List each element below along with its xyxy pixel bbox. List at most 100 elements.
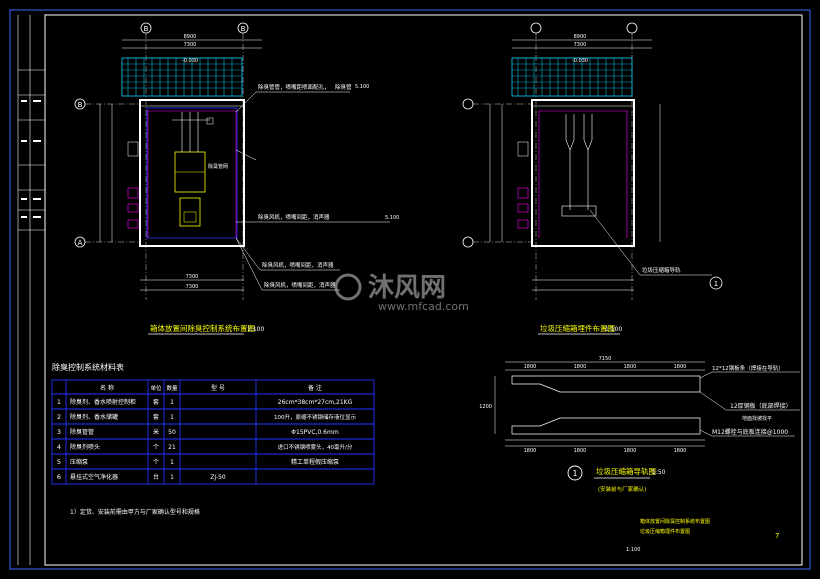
elev-roof-left: -0.030 [182,58,198,64]
room-wall-right [531,99,635,247]
dim-top-total: 8900 [184,34,197,40]
sheet-border-outer [9,9,811,570]
detail-seg-3: 1800 [624,364,637,370]
detail-scale: 1:50 [652,469,666,476]
th-unit: 单位 [150,384,162,392]
row-5-name: 压缩泵 [70,458,88,466]
detail-seg-b2: 1800 [574,448,587,454]
sheet-border-inner [44,14,803,566]
row-1-qty: 1 [170,399,174,406]
th-model: 型 号 [211,384,225,392]
footer-text-2: 垃圾压缩箱埋件布置图 [640,528,690,535]
ann-fan-3: 除臭风机，喷嘴间距，消声器 [264,281,336,289]
row-2-no: 2 [57,413,61,421]
plan-left-title: 箱体放置间除臭控制系统布置图 [150,323,255,333]
detail-seg-b3: 1800 [624,448,637,454]
table-row: 2 除臭剂、香水储罐 套 1 100升，原缩不锈钢储存液位显示 [57,413,357,421]
sheet-number: 7 [775,532,779,540]
detail-seg-b4: 1800 [674,448,687,454]
detail-note: (安装前与厂家确认) [598,485,646,493]
row-2-note: 100升，原缩不锈钢储存液位显示 [274,413,356,421]
footer-text-1: 箱体放置间除臭控制系统布置图 [640,518,710,525]
table-row: 3 除臭管管 米 50 Φ15PVC,0.6mm [57,428,339,436]
plan-left-scale: 1:100 [247,326,264,333]
table-row: 5 压缩泵 个 1 精工单程假压缩泵 [57,458,339,466]
row-4-qty: 21 [168,444,176,451]
detail-title: 垃圾压缩箱导轨图 [596,466,656,476]
detail-seg-b1: 1800 [524,448,537,454]
dim-top-mid: 7300 [184,42,197,48]
row-3-unit: 米 [153,428,159,436]
row-4-no: 4 [57,443,61,451]
row-6-name: 悬挂式空气净化器 [70,473,118,481]
watermark-url: www.mfcad.com [378,300,469,313]
elev-roof-right: -0.030 [572,58,588,64]
right-label-2: 5.100 [385,215,399,221]
side-fixture-1 [127,141,139,157]
watermark: 沐风网 www.mfcad.com [334,273,469,313]
row-4-name: 除臭剂喷头 [70,443,100,451]
row-label-left-b: B [78,101,83,109]
row-4-unit: 个 [153,444,159,451]
row-1-note: 26cm*38cm*27cm,21KG [278,399,353,406]
row-5-note: 精工单程假压缩泵 [291,458,339,466]
detail-marker: 1 [572,469,577,478]
row-5-unit: 个 [153,459,159,466]
row-label-left-a: A [78,239,83,247]
detail-dim-v: 1200 [479,404,492,410]
table-note: 1）定货、安装前需由甲方与厂家确认型号和规格 [70,508,200,516]
ann-deodor-pipe-b: 除臭管 [335,83,352,91]
detail-total: 7150 [599,356,612,362]
row-3-no: 3 [57,428,61,436]
detail-rail-label-2: 12厚钢板（底部焊接） [730,402,792,410]
legend-center: 除臭管网 [208,163,228,170]
row-4-note: 进口不锈钢喷雾头，40毫升/分 [278,443,353,451]
side-fixture-4 [127,219,139,229]
table-row: 4 除臭剂喷头 个 21 进口不锈钢喷雾头，40毫升/分 [57,443,353,451]
axis-bubble-right-1 [530,22,542,34]
row-2-qty: 1 [170,414,174,421]
dim-right-top-total: 8900 [574,34,587,40]
ann-deodor-pipe: 除臭管管，喷嘴距喷面配孔， [258,83,330,91]
axis-label-left-2: B [241,25,246,33]
row-3-name: 除臭管管 [70,428,94,436]
th-qty: 数量 [166,384,178,392]
table-title: 除臭控制系统材料表 [52,362,124,372]
detail-rail-label-1: 12*12钢板条（焊接在导轨） [712,364,784,372]
row-3-note: Φ15PVC,0.6mm [291,429,339,436]
side-fixture-3 [127,203,139,213]
row-5-no: 5 [57,458,61,466]
row-6-model: ZJ-50 [210,474,226,481]
row-2-unit: 套 [153,413,159,421]
table-row: 1 除臭剂、香水喷射控制柜 套 1 26cm*38cm*27cm,21KG [57,398,353,406]
ann-rail: 垃圾压缩箱导轨 [642,266,681,274]
right-label-1: 5.100 [355,84,369,90]
rail-upper [511,375,701,393]
row-1-no: 1 [57,398,61,406]
title-strip-left [17,15,45,565]
watermark-logo [334,273,362,301]
row-6-unit: 台 [153,473,159,481]
row-2-name: 除臭剂、香水储罐 [70,413,118,421]
roof-area-right [511,57,633,97]
detail-seg-4: 1800 [674,364,687,370]
detail-rail-label-3: 地面找坡找平 [742,415,772,422]
title-strip-marks [21,100,41,218]
row-5-qty: 1 [170,459,174,466]
ann-fan-2: 除臭风机，喷嘴间距，消声器 [262,261,334,269]
right-plan: 8900 7300 -0.030 [462,22,723,335]
detail-rail-label-4: M12螺栓与底板连接@1000 [712,428,788,436]
material-table: 除臭控制系统材料表 名 称 单位 数量 型 号 备 注 1 除臭剂、香水喷射控制… [51,362,375,516]
dim-bottom-1: 7300 [186,274,199,280]
plan-right-title: 垃圾压缩箱埋件布置图 [540,323,615,333]
embedded-rails [561,114,597,217]
room-wall-left [139,99,245,247]
ann-fan-1: 除臭风机，喷嘴间距，消声器 [258,213,330,221]
roof-area-left [121,57,243,97]
axis-bubble-right-2 [626,22,638,34]
row-6-qty: 1 [170,474,174,481]
dim-bottom-2: 7300 [186,284,199,290]
left-plan: B B 8900 7300 -0.030 [74,22,399,335]
rail-lower [511,417,701,435]
